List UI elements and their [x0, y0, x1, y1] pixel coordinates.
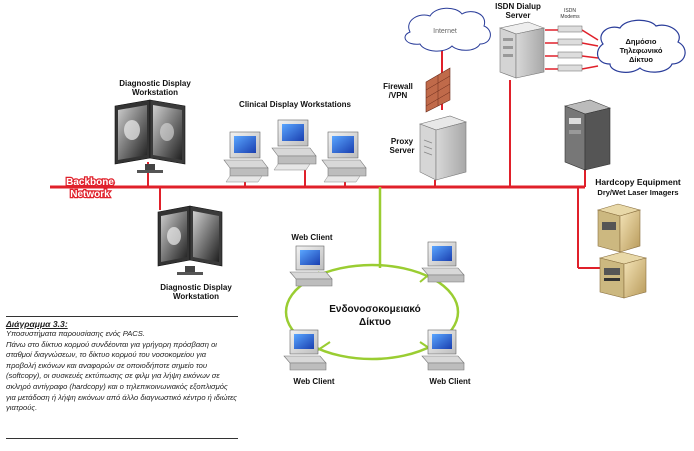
isdn-modems-label-1: ISDN	[564, 8, 576, 14]
caption-top-rule	[6, 316, 238, 317]
caption-title: Διάγραμμα 3.3:	[6, 319, 68, 329]
intranet-label-1: Ενδονοσοκομειακό	[329, 304, 421, 315]
caption: Διάγραμμα 3.3: Υποσυστήματα παρουσίασης …	[6, 319, 238, 414]
web-client-1-icon	[289, 245, 333, 287]
caption-body: Πάνω στο δίκτυο κορμού συνδέονται για γρ…	[6, 339, 237, 413]
intranet-ring	[284, 263, 460, 361]
diag-top-label-2: Workstation	[132, 88, 178, 97]
public-network-label-2: Τηλεφωνικό	[620, 46, 663, 55]
internet-cloud: Internet	[404, 7, 491, 52]
firewall-label-1: Firewall	[383, 82, 413, 91]
firewall-label-2: /VPN	[389, 91, 408, 100]
internet-label: Internet	[433, 28, 457, 35]
web-client-3-icon	[283, 329, 327, 371]
proxy-server-icon	[419, 115, 467, 181]
isdn-modems-label-2: Modems	[560, 14, 580, 20]
clinical-pc-3-icon	[321, 131, 367, 183]
web-client-2-icon	[421, 241, 465, 283]
laser-imager-1-icon	[564, 99, 611, 171]
clinical-pc-1-icon	[223, 131, 269, 183]
web-client-label-3: Web Client	[293, 377, 335, 386]
laser-imager-2-icon	[596, 203, 642, 253]
laser-imager-3-icon	[598, 251, 648, 299]
clinical-label: Clinical Display Workstations	[239, 100, 351, 109]
proxy-label-2: Server	[390, 146, 415, 155]
web-client-label-4: Web Client	[429, 377, 471, 386]
diagnostic-workstation-top-icon	[114, 99, 186, 173]
diag-bottom-label-1: Diagnostic Display	[160, 283, 232, 292]
proxy-label-1: Proxy	[391, 137, 414, 146]
clinical-pc-2-icon	[271, 119, 317, 171]
web-client-4-icon	[421, 329, 465, 371]
web-client-label-1: Web Client	[291, 233, 333, 242]
hardcopy-label-2: Dry/Wet Laser Imagers	[597, 188, 678, 197]
firewall-icon	[425, 67, 451, 113]
hardcopy-label-1: Hardcopy Equipment	[595, 177, 681, 187]
caption-subtitle: Υποσυστήματα παρουσίασης ενός PACS.	[6, 329, 145, 338]
public-network-label-3: Δίκτυο	[629, 55, 653, 64]
isdn-server-label-2: Server	[506, 11, 531, 20]
caption-bottom-rule	[6, 438, 238, 439]
public-network-cloud	[596, 19, 686, 73]
backbone-label-2: Network	[70, 189, 110, 200]
public-network-label-1: Δημόσιο	[626, 37, 657, 46]
intranet-label-2: Δίκτυο	[359, 317, 391, 328]
backbone-label-1: Backbone	[66, 177, 114, 188]
isdn-server-label-1: ISDN Dialup	[495, 2, 541, 11]
diag-top-label-1: Diagnostic Display	[119, 79, 191, 88]
diagnostic-workstation-bottom-icon	[157, 205, 223, 275]
isdn-modems-icon	[557, 25, 583, 72]
isdn-server-icon	[498, 21, 546, 79]
diag-bottom-label-2: Workstation	[173, 292, 219, 301]
